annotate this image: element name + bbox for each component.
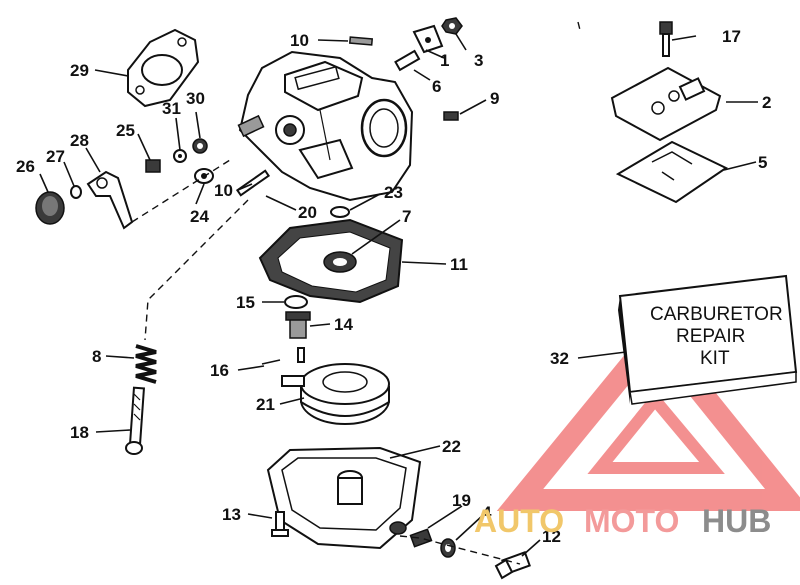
callout-32: 32 xyxy=(550,349,569,368)
callout-28: 28 xyxy=(70,131,89,150)
screw-25 xyxy=(145,159,161,173)
callout-4: 4 xyxy=(482,503,492,522)
kit-line-3: KIT xyxy=(700,348,730,369)
callout-1: 1 xyxy=(440,51,449,70)
lever-28 xyxy=(86,170,134,230)
callout-23: 23 xyxy=(384,183,403,202)
callout-17: 17 xyxy=(722,27,741,46)
watermark-hub: HUB xyxy=(702,503,771,539)
callout-25: 25 xyxy=(116,121,135,140)
plug-23 xyxy=(330,206,350,218)
idle-screw-18 xyxy=(125,386,146,455)
kit-line-1: CARBURETOR xyxy=(650,304,783,325)
callout-22: 22 xyxy=(442,437,461,456)
cap-26 xyxy=(35,191,65,225)
bracket-1 xyxy=(412,24,444,54)
o-ring-27 xyxy=(70,185,82,199)
callout-31: 31 xyxy=(162,99,181,118)
pin-16 xyxy=(261,347,305,365)
leader-lines xyxy=(39,33,758,557)
callout-11: 11 xyxy=(450,255,468,274)
gasket-5 xyxy=(615,140,728,204)
carburetor-body xyxy=(237,50,414,202)
washer-30 xyxy=(192,138,208,154)
float-bowl xyxy=(266,446,422,550)
kit-line-2: REPAIR xyxy=(676,326,745,347)
callout-24: 24 xyxy=(190,207,209,226)
callout-29: 29 xyxy=(70,61,89,80)
callout-21: 21 xyxy=(256,395,275,414)
nut-3 xyxy=(441,17,463,35)
callout-12: 12 xyxy=(542,527,561,546)
callout-10-lower: 10 xyxy=(214,181,233,200)
pin-lower xyxy=(235,169,271,197)
watermark-text: AUTO MOTO HUB xyxy=(474,503,771,539)
seat-gasket-15 xyxy=(284,295,308,309)
watermark-triangle-logo xyxy=(496,317,800,511)
callout-2: 2 xyxy=(762,93,771,112)
callouts: 10 1 3 6 9 17 2 5 29 30 31 25 28 27 26 1… xyxy=(16,27,771,546)
watermark-moto: MOTO xyxy=(584,503,679,539)
callout-18: 18 xyxy=(70,423,89,442)
repair-kit-box xyxy=(618,274,798,405)
callout-8: 8 xyxy=(92,347,101,366)
callout-16: 16 xyxy=(210,361,229,380)
flange-gasket xyxy=(127,28,200,108)
assembly-dashed-lines xyxy=(131,21,581,565)
cover-plate-2 xyxy=(610,66,722,142)
callout-19: 19 xyxy=(452,491,471,510)
callout-5: 5 xyxy=(758,153,767,172)
callout-15: 15 xyxy=(236,293,255,312)
stud-6 xyxy=(394,49,421,72)
plug-12 xyxy=(494,551,531,580)
callout-3: 3 xyxy=(474,51,483,70)
callout-9: 9 xyxy=(490,89,499,108)
callout-13: 13 xyxy=(222,505,241,524)
bowl-gasket xyxy=(258,218,404,304)
float-21 xyxy=(281,363,390,425)
callout-10-top: 10 xyxy=(290,31,309,50)
callout-26: 26 xyxy=(16,157,35,176)
jet-19 xyxy=(409,528,433,548)
callout-27: 27 xyxy=(46,147,65,166)
watermark-auto: AUTO xyxy=(474,503,564,539)
pin-top xyxy=(348,36,374,46)
callout-20: 20 xyxy=(298,203,317,222)
washer-4 xyxy=(440,538,456,558)
screw-9 xyxy=(443,111,459,121)
callout-6: 6 xyxy=(432,77,441,96)
washer-31 xyxy=(173,149,187,163)
callout-30: 30 xyxy=(186,89,205,108)
spring-8 xyxy=(135,344,157,384)
callout-7: 7 xyxy=(402,207,411,226)
callout-14: 14 xyxy=(334,315,353,334)
screw-17 xyxy=(659,21,673,57)
screw-13 xyxy=(271,511,289,537)
needle-seat-14 xyxy=(285,311,311,339)
